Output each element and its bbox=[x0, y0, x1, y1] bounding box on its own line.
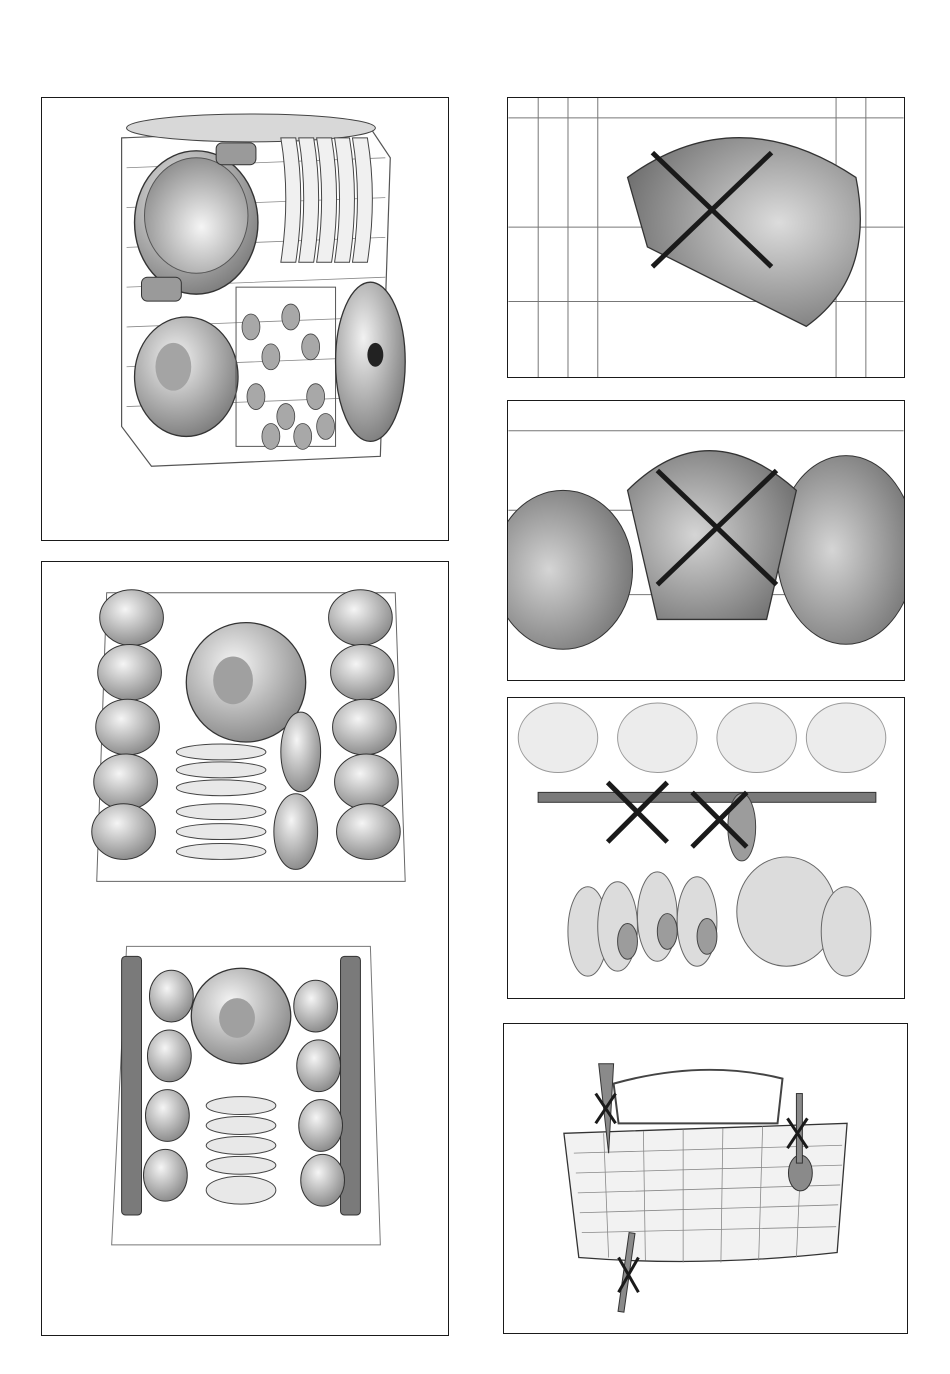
dishwasher-lower-rack-icon bbox=[42, 98, 448, 540]
incorrect-bowl-panel-1 bbox=[507, 97, 905, 378]
cutlery-basket-icon bbox=[504, 1024, 907, 1333]
dishwasher-upper-rack-folding-icon bbox=[42, 916, 448, 1335]
lower-basket-panel bbox=[41, 97, 449, 541]
cutlery-basket-panel bbox=[503, 1023, 908, 1334]
incorrect-spray-arm-panel bbox=[507, 697, 905, 999]
upper-basket-folding-panel bbox=[41, 916, 449, 1336]
incorrect-bowl-panel-2 bbox=[507, 400, 905, 681]
